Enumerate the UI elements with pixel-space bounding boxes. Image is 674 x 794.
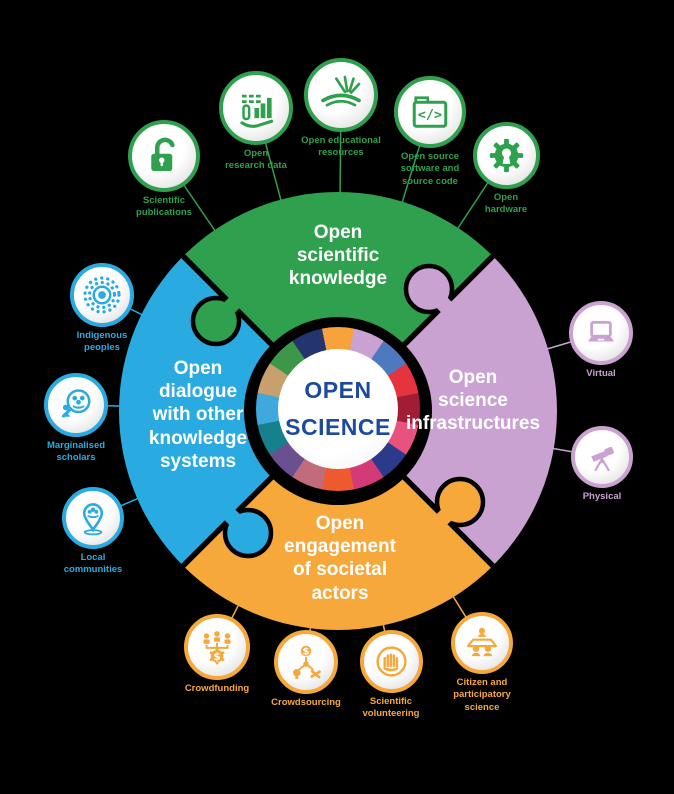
satellite-label-virtual: Virtual <box>586 368 616 379</box>
svg-text:$: $ <box>213 651 220 663</box>
magnifier-people-icon <box>44 373 108 437</box>
satellite-scientific-publications: Scientific publications <box>94 120 234 220</box>
gear-dollar-icon: $ <box>184 614 250 680</box>
telescope-icon <box>571 426 633 488</box>
satellite-label-scientific-publications: Scientific publications <box>136 195 192 219</box>
laptop-icon <box>569 301 633 365</box>
satellite-open-hardware: Open hardware <box>436 121 576 217</box>
quadrant-label-open-engagement-of-societal-actors: Open engagement of societal actors <box>284 513 396 604</box>
concentric-dots-icon <box>70 263 134 327</box>
gear-keyhole-icon <box>472 121 540 189</box>
satellite-label-open-educational-resources: Open educational resources <box>301 135 381 159</box>
quadrant-label-open-scientific-knowledge: Open scientific knowledge <box>288 222 388 290</box>
puzzle-knob-neck <box>219 504 254 539</box>
puzzle-knob-neck <box>423 283 457 318</box>
satellite-indigenous-peoples: Indigenous peoples <box>32 263 172 355</box>
satellite-label-crowdsourcing: Crowdsourcing <box>271 697 341 708</box>
code-window-icon: </> <box>394 76 466 148</box>
map-pin-people-icon <box>62 487 124 549</box>
svg-text:</>: </> <box>418 107 442 123</box>
open-padlock-icon <box>128 120 200 192</box>
quadrant-label-open-dialogue-with-other-knowledge-systems: Open dialogue with other knowledge syste… <box>148 358 248 472</box>
center-title: OPEN SCIENCE <box>285 377 391 440</box>
open-book-icon <box>304 58 378 132</box>
raised-hands-icon <box>359 629 423 693</box>
people-table-icon <box>451 612 513 674</box>
center-title-circle: OPEN SCIENCE <box>278 349 398 469</box>
satellite-label-indigenous-peoples: Indigenous peoples <box>76 330 128 354</box>
satellite-crowdfunding: $ Crowdfunding <box>147 614 287 695</box>
satellite-label-open-hardware: Open hardware <box>484 191 528 215</box>
satellite-label-open-source-software: Open source software and source code <box>400 151 460 187</box>
satellite-label-scientific-volunteering: Scientific volunteering <box>362 695 420 719</box>
satellite-scientific-volunteering: Scientific volunteering <box>321 629 461 721</box>
satellite-local-communities: Local communities <box>23 487 163 577</box>
satellite-citizen-and-participatory-science: Citizen and participatory science <box>412 612 552 714</box>
satellite-crowdsourcing: $ Crowdsourcing <box>236 630 376 709</box>
satellite-open-educational-resources: Open educational resources <box>271 58 411 160</box>
bar-chart-hand-icon <box>219 71 293 145</box>
satellite-label-local-communities: Local communities <box>63 552 123 576</box>
satellite-label-crowdfunding: Crowdfunding <box>184 683 250 694</box>
satellite-label-citizen-and-participatory-science: Citizen and participatory science <box>453 677 511 713</box>
satellite-label-marginalised-scholars: Marginalised scholars <box>46 440 106 464</box>
idea-network-icon: $ <box>274 630 338 694</box>
puzzle-knob-neck <box>210 292 245 327</box>
satellite-open-research-data: Open research data <box>186 71 326 173</box>
satellite-virtual: Virtual <box>531 301 671 380</box>
satellite-physical: Physical <box>532 426 672 503</box>
satellite-marginalised-scholars: Marginalised scholars <box>6 373 146 465</box>
satellite-open-source-software: </> Open source software and source code <box>360 76 500 188</box>
svg-text:$: $ <box>303 647 310 658</box>
satellite-label-open-research-data: Open research data <box>225 148 287 172</box>
satellite-label-physical: Physical <box>582 491 622 502</box>
puzzle-knob-neck <box>431 496 466 530</box>
quadrant-label-open-science-infrastructures: Open science infrastructures <box>405 367 541 435</box>
